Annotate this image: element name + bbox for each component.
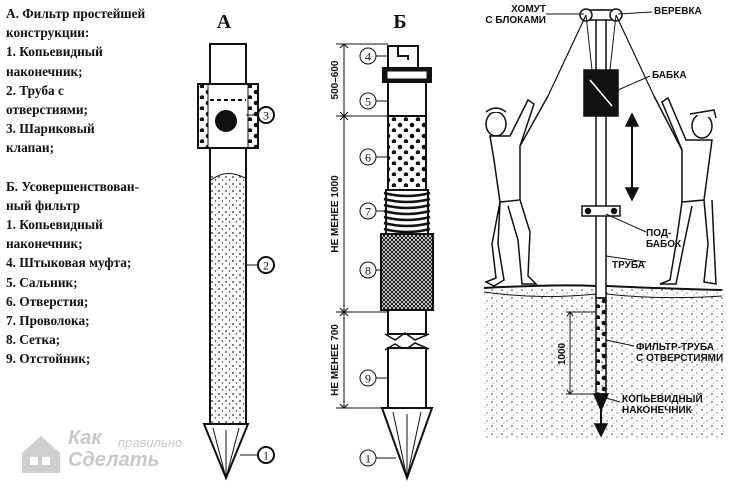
driven-pipe bbox=[595, 9, 607, 299]
legend-a-line: отверстиями; bbox=[6, 102, 88, 118]
callout-number: 9 bbox=[365, 372, 371, 386]
rope bbox=[547, 14, 655, 97]
label-clamp-2: С БЛОКАМИ bbox=[485, 15, 546, 26]
legend-b-line: 6. Отверстия; bbox=[6, 293, 89, 309]
label-rope: ВЕРЕВКА bbox=[654, 6, 702, 17]
legend-a-line: наконечник; bbox=[6, 63, 83, 79]
worker-left bbox=[484, 95, 549, 287]
legend-a-line: А. Фильтр простейшей bbox=[6, 6, 146, 21]
callout-number: 5 bbox=[365, 95, 371, 109]
figure-b-title: Б bbox=[393, 11, 406, 33]
figure-a: А 3 2 1 bbox=[197, 11, 275, 481]
worker-right bbox=[653, 95, 717, 285]
callout-number: 2 bbox=[263, 259, 269, 273]
dimension-1000 bbox=[566, 311, 596, 395]
callout-number: 8 bbox=[365, 264, 371, 278]
label-filter-2: С ОТВЕРСТИЯМИ bbox=[636, 353, 723, 364]
label-tip-2: НАКОНЕЧНИК bbox=[622, 405, 693, 416]
label-filter-1: ФИЛЬТР-ТРУБА bbox=[636, 342, 714, 353]
legend-a-line: 3. Шариковый bbox=[6, 121, 95, 137]
pipe-lower bbox=[387, 309, 427, 335]
figure-b: Б bbox=[330, 11, 434, 481]
house-logo-icon bbox=[22, 436, 60, 473]
legend-a-line: 2. Труба с bbox=[6, 82, 64, 98]
legend: А. Фильтр простейшей конструкции: 1. Коп… bbox=[6, 4, 196, 369]
mesh-screen bbox=[380, 233, 434, 311]
callout-number: 7 bbox=[365, 205, 371, 219]
ball-valve bbox=[215, 110, 237, 132]
label-hammer: БАБКА bbox=[652, 70, 687, 81]
callout-number: 3 bbox=[263, 109, 269, 123]
label-anvil-2: БАБОК bbox=[646, 239, 682, 250]
legend-b-line: 8. Сетка; bbox=[6, 332, 61, 348]
dimension-label: 500–600 bbox=[330, 60, 341, 99]
legend-b-line: ный фильтр bbox=[6, 197, 80, 213]
label-tip-1: КОПЬЕВИДНЫЙ bbox=[622, 392, 703, 405]
figure-c: ХОМУТ С БЛОКАМИ ВЕРЕВКА БАБКА ПОД- БАБОК… bbox=[483, 4, 724, 438]
legend-b-line: 9. Отстойник; bbox=[6, 351, 91, 367]
callout-number: 6 bbox=[365, 151, 371, 165]
legend-b-line: Б. Усовершенствован- bbox=[6, 178, 140, 194]
label-dim-1000: 1000 bbox=[557, 342, 568, 365]
label-pipe: ТРУБА bbox=[612, 260, 645, 271]
anvil-clamp bbox=[581, 205, 621, 217]
callout-number: 4 bbox=[365, 50, 371, 64]
legend-b-line: 4. Штыковая муфта; bbox=[6, 255, 132, 271]
filter-pipe bbox=[595, 297, 607, 395]
legend-b-line: 7. Проволока; bbox=[6, 313, 90, 329]
watermark-line3: Сделать bbox=[68, 449, 160, 471]
dimension-label: НЕ МЕНЕЕ 700 bbox=[330, 324, 341, 396]
legend-b-line: 5. Сальник; bbox=[6, 274, 78, 290]
pipe-upper bbox=[387, 81, 427, 117]
label-anvil-1: ПОД- bbox=[646, 228, 671, 239]
callout-number: 1 bbox=[365, 452, 371, 466]
legend-b-line: наконечник; bbox=[6, 236, 83, 252]
legend-a-line: клапан; bbox=[6, 140, 54, 156]
wire-winding bbox=[383, 189, 431, 235]
watermark: Как правильно Сделать bbox=[18, 425, 218, 485]
legend-a-line: конструкции: bbox=[6, 25, 90, 41]
holes-section bbox=[387, 115, 427, 191]
figure-a-title: А bbox=[217, 11, 232, 33]
legend-a-line: 1. Копьевидный bbox=[6, 44, 103, 60]
watermark-line1: Как bbox=[68, 427, 102, 449]
sump bbox=[387, 347, 427, 409]
legend-b-line: 1. Копьевидный bbox=[6, 217, 103, 233]
callout-number: 1 bbox=[263, 449, 269, 463]
dimension-label: НЕ МЕНЕЕ 1000 bbox=[330, 175, 341, 253]
watermark-line2: правильно bbox=[118, 435, 183, 450]
upper-pipe bbox=[209, 43, 247, 87]
down-arrow bbox=[593, 423, 609, 438]
label-clamp-1: ХОМУТ bbox=[511, 4, 546, 15]
dimension-lines bbox=[336, 43, 388, 409]
